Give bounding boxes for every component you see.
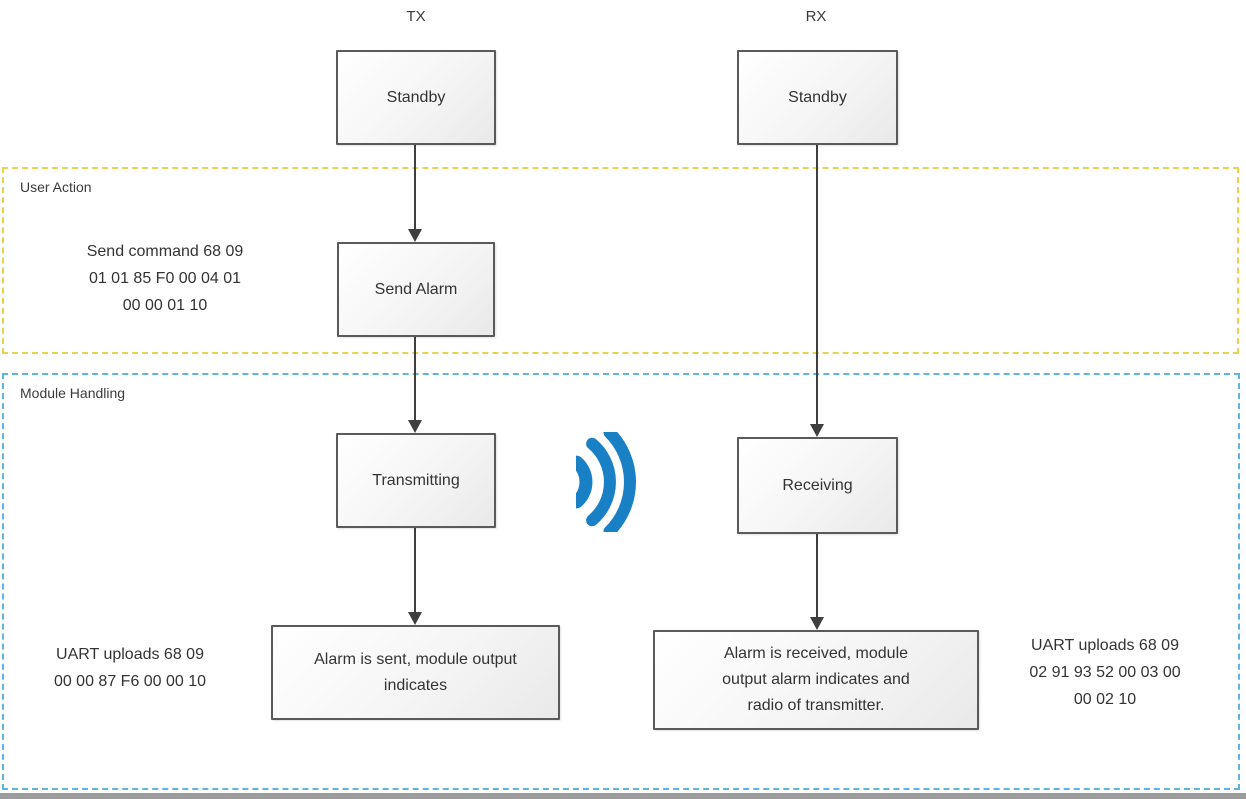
node-alarm-received-label: Alarm is received, module output alarm i… [722, 645, 910, 714]
arrowhead-rx-alarmreceived [810, 617, 824, 630]
node-standby-tx: Standby [336, 50, 496, 145]
region-module-handling-label: Module Handling [20, 385, 126, 401]
node-standby-tx-label: Standby [386, 88, 446, 106]
node-transmitting: Transmitting [336, 433, 496, 528]
arrowhead-tx-alarmsent [408, 612, 422, 625]
bottom-edge-strip [0, 793, 1246, 799]
node-send-alarm: Send Alarm [337, 242, 495, 337]
node-transmitting-label: Transmitting [372, 471, 460, 489]
arrowhead-tx-sendalarm [408, 229, 422, 242]
arrow-line-rx-receiving-to-alarmreceived [816, 534, 818, 618]
annotation-uart-rx: UART uploads 68 09 02 91 93 52 00 03 00 … [1029, 637, 1181, 708]
arrow-line-tx-transmitting-to-alarmsent [414, 528, 416, 613]
node-standby-rx-label: Standby [788, 88, 847, 106]
annotation-uart-tx: UART uploads 68 09 00 00 87 F6 00 00 10 [53, 646, 207, 690]
column-label-tx: TX [406, 8, 426, 25]
node-receiving-label: Receiving [782, 476, 853, 494]
arrowhead-rx-receiving [810, 424, 824, 437]
node-send-alarm-label: Send Alarm [374, 280, 458, 298]
region-module-handling: Module Handling [2, 373, 1240, 790]
node-alarm-received: Alarm is received, module output alarm i… [653, 630, 979, 730]
annotation-send-command: Send command 68 09 01 01 85 F0 00 04 01 … [86, 243, 244, 314]
region-user-action: User Action [2, 167, 1239, 354]
region-user-action-label: User Action [20, 179, 92, 195]
arrow-line-tx-standby-to-sendalarm [414, 145, 416, 230]
arrow-line-rx-standby-to-receiving [816, 145, 818, 425]
arrow-line-tx-sendalarm-to-transmitting [414, 337, 416, 421]
signal-waves-icon [576, 432, 636, 532]
arrowhead-tx-transmitting [408, 420, 422, 433]
node-alarm-sent: Alarm is sent, module output indicates [271, 625, 560, 720]
node-alarm-sent-label: Alarm is sent, module output indicates [314, 650, 517, 694]
column-label-rx: RX [805, 8, 827, 25]
node-receiving: Receiving [737, 437, 898, 534]
node-standby-rx: Standby [737, 50, 898, 145]
